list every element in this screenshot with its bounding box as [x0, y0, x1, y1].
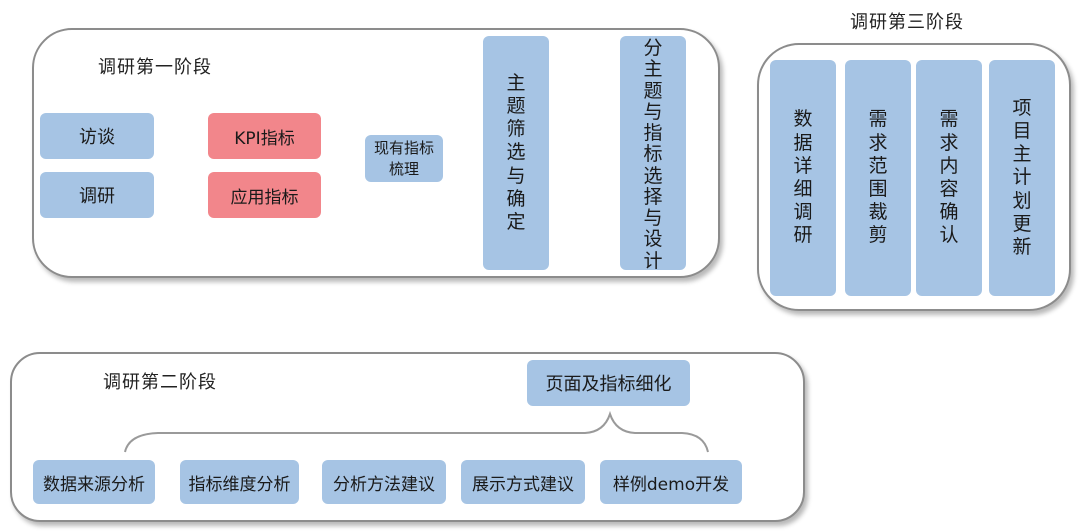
vertical-char: 主 [1012, 143, 1032, 166]
existing-metrics-box: 现有指标梳理 [365, 135, 443, 182]
vertical-char: 项 [1012, 96, 1032, 119]
vertical-char: 剪 [868, 224, 888, 247]
vertical-char: 研 [793, 224, 813, 247]
vertical-char: 指 [643, 122, 663, 145]
vertical-char: 选 [643, 164, 663, 187]
vertical-char: 裁 [868, 201, 888, 224]
vertical-char: 确 [939, 201, 959, 224]
research-box: 调研 [40, 172, 154, 218]
vertical-char: 需 [868, 108, 888, 131]
vertical-char: 认 [939, 224, 959, 247]
vertical-char: 与 [643, 207, 663, 230]
vertical-char: 数 [793, 108, 813, 131]
vertical-char: 选 [506, 141, 526, 164]
vertical-char: 计 [1012, 166, 1032, 189]
page-metrics-refine-box: 页面及指标细化 [527, 360, 690, 406]
vertical-char: 目 [1012, 120, 1032, 143]
stage2-item-display: 展示方式建议 [461, 460, 585, 504]
kpi-metrics-box: KPI指标 [208, 113, 321, 159]
topic-selection-box: 主题筛选与确定 [483, 36, 549, 270]
stage2-item-dimension: 指标维度分析 [180, 460, 299, 504]
stage2-item-data-source: 数据来源分析 [33, 460, 155, 504]
vertical-char: 筛 [506, 118, 526, 141]
interview-box: 访谈 [40, 113, 154, 159]
vertical-char: 定 [506, 210, 526, 233]
stage3-item-plan-update: 项目主计划更新 [989, 60, 1055, 296]
vertical-char: 更 [1012, 212, 1032, 235]
vertical-char: 主 [506, 71, 526, 94]
stage2-title: 调研第二阶段 [103, 372, 217, 393]
vertical-char: 与 [506, 164, 526, 187]
vertical-char: 容 [939, 178, 959, 200]
vertical-char: 新 [1012, 235, 1032, 258]
vertical-char: 需 [939, 108, 959, 131]
vertical-char: 主 [643, 58, 663, 81]
stage2-item-method: 分析方法建议 [322, 460, 446, 504]
vertical-char: 标 [643, 143, 663, 166]
vertical-char: 据 [793, 131, 813, 154]
vertical-char: 题 [506, 95, 526, 118]
stage2-item-demo: 样例demo开发 [600, 460, 742, 504]
stage3-item-content-confirm: 需求内容确认 [916, 60, 982, 296]
vertical-char: 围 [868, 178, 888, 200]
subtopic-design-box: 分主题与指标选择与设计 [620, 36, 686, 272]
vertical-char: 内 [939, 154, 959, 177]
application-metrics-box: 应用指标 [208, 172, 321, 218]
vertical-char: 与 [643, 100, 663, 123]
vertical-char: 题 [643, 79, 663, 102]
vertical-char: 详 [793, 154, 813, 177]
stage3-title: 调研第三阶段 [850, 12, 964, 33]
vertical-char: 分 [643, 37, 663, 59]
vertical-char: 划 [1012, 189, 1032, 212]
stage3-item-scope-trim: 需求范围裁剪 [845, 60, 911, 296]
stage1-title: 调研第一阶段 [98, 57, 212, 78]
stage3-item-data-research: 数据详细调研 [770, 60, 836, 296]
vertical-char: 计 [643, 249, 663, 272]
vertical-char: 确 [506, 187, 526, 210]
vertical-char: 细 [793, 178, 813, 200]
vertical-char: 求 [868, 131, 888, 154]
vertical-char: 择 [643, 185, 663, 208]
vertical-char: 设 [643, 228, 663, 251]
vertical-char: 调 [793, 201, 813, 224]
vertical-char: 求 [939, 131, 959, 154]
vertical-char: 范 [868, 154, 888, 177]
